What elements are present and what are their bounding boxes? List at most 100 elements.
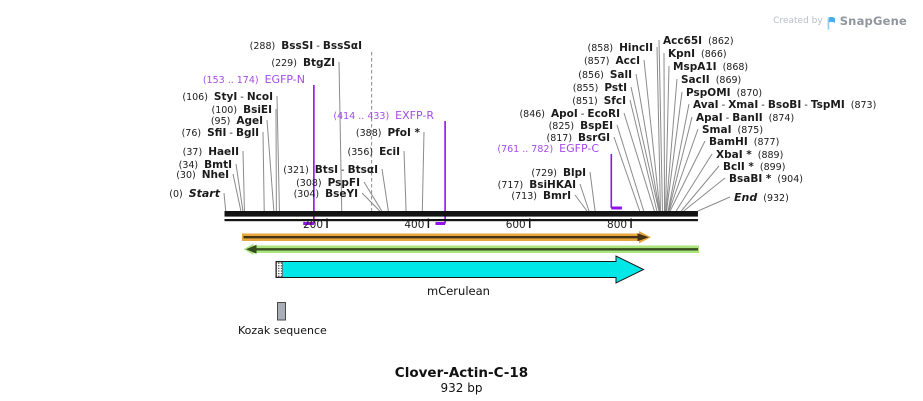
enzyme-site-label-BspEI: (825)BspEI xyxy=(548,120,613,132)
enzyme-site-label-BmtI: (34)BmtI xyxy=(178,159,232,171)
site-line xyxy=(223,192,227,212)
ruler-number-200: 200 xyxy=(303,219,324,231)
enzyme-site-label-SfcI: (851)SfcI xyxy=(572,95,626,107)
site-line xyxy=(338,61,343,212)
sequence-bar-underline xyxy=(224,219,698,222)
site-line xyxy=(669,140,706,212)
site-line xyxy=(589,171,596,212)
site-line xyxy=(421,131,425,212)
green-arrow-inner-head xyxy=(246,244,257,254)
site-line xyxy=(363,181,383,212)
site-line xyxy=(665,78,678,212)
site-line xyxy=(680,165,720,212)
site-line xyxy=(663,52,666,212)
site-line xyxy=(643,59,661,212)
enzyme-site-label-BamHI: BamHI(877) xyxy=(709,136,780,148)
map-length: 932 bp xyxy=(440,381,483,395)
enzyme-site-label-PfoI: (388)PfoI * xyxy=(355,127,420,139)
enzyme-site-label-BtgZI: (229)BtgZI xyxy=(271,57,335,69)
site-line xyxy=(666,91,683,212)
site-line xyxy=(574,194,588,212)
site-line xyxy=(361,192,381,212)
enzyme-site-label-PstI: (855)PstI xyxy=(572,82,627,94)
enzyme-site-label-SmaI: SmaI(875) xyxy=(702,124,764,136)
ruler-number-800: 800 xyxy=(607,219,628,231)
enzyme-site-label-MspA1I: MspA1I(868) xyxy=(673,61,749,73)
credit-brand-text: SnapGene xyxy=(839,14,907,28)
site-line xyxy=(697,196,731,212)
mcerulean-arrow xyxy=(275,255,645,284)
site-line xyxy=(579,183,590,212)
kozak-region-on-arrow xyxy=(276,261,283,278)
site-line xyxy=(235,163,244,212)
ruler-tick xyxy=(427,218,430,228)
enzyme-site-label-HaeII: (37)HaeII xyxy=(182,146,239,158)
mcerulean-feature-label: mCerulean xyxy=(427,284,490,298)
enzyme-site-label-AvaI: AvaI-XmaI-BsoBI-TspMI(873) xyxy=(693,99,877,111)
site-line xyxy=(232,173,242,212)
feature-marker-range xyxy=(303,222,314,225)
site-line xyxy=(668,128,699,212)
site-line xyxy=(623,112,655,212)
enzyme-site-label-XbaI: XbaI *(889) xyxy=(716,149,784,161)
enzyme-site-label-ApoI: (846)ApoI-EcoRI xyxy=(519,108,620,120)
enzyme-site-label-BsrGI: (817)BsrGI xyxy=(546,132,610,144)
site-line xyxy=(613,136,641,212)
feature-marker-range xyxy=(611,206,622,210)
enzyme-site-label-AccI: (857)AccI xyxy=(583,55,640,67)
enzyme-site-label-BsiHKAI: (717)BsiHKAI xyxy=(497,179,576,191)
site-line xyxy=(242,150,245,212)
enzyme-site-label-BseYI: (304)BseYI xyxy=(293,188,358,200)
site-line xyxy=(668,116,693,212)
enzyme-site-label-End: End(932) xyxy=(734,191,789,205)
site-line xyxy=(262,131,265,212)
ruler-tick xyxy=(326,218,328,228)
credit: Created by SnapGene xyxy=(773,14,907,30)
enzyme-site-label-BtsI: (321)BtsI-BtsαI xyxy=(283,164,378,176)
enzyme-site-label-SfiI: (76)SfiI-BglI xyxy=(181,127,259,139)
enzyme-site-label-NheI: (30)NheI xyxy=(176,169,229,181)
snapgene-logo-icon xyxy=(827,15,836,30)
enzyme-site-label-BsaBI: BsaBI *(904) xyxy=(729,173,803,185)
enzyme-site-label-HincII: (858)HincII xyxy=(587,42,653,54)
enzyme-site-label-BsiEI: (100)BsiEI xyxy=(211,104,272,116)
enzyme-site-label-SalI: (856)SalI xyxy=(578,69,632,81)
enzyme-site-label-BlpI: (729)BlpI xyxy=(531,167,586,179)
sequence-bar xyxy=(224,211,698,217)
enzyme-site-label-PspOMI: PspOMI(870) xyxy=(686,87,763,99)
site-line xyxy=(667,103,690,212)
site-line xyxy=(683,177,726,212)
enzyme-site-label-KpnI: KpnI(866) xyxy=(668,48,727,60)
enzyme-site-label-Acc65I: Acc65I(862) xyxy=(663,35,734,47)
enzyme-site-label-EciI: (356)EciI xyxy=(347,146,400,158)
kozak-sequence-box xyxy=(277,302,286,321)
enzyme-site-label-SacII: SacII(869) xyxy=(681,74,742,86)
feature-label-EXFPR: (414 .. 433)EXFP-R xyxy=(333,109,434,123)
enzyme-site-label-StyI: (106)StyI-NcoI xyxy=(182,91,273,103)
enzyme-site-label-PspFI: (308)PspFI xyxy=(296,177,360,189)
site-line xyxy=(629,99,658,212)
site-line xyxy=(630,86,660,212)
enzyme-site-label-BssSI: (288)BssSI-BssSαI xyxy=(249,40,362,52)
site-line xyxy=(665,65,670,212)
site-line xyxy=(658,39,663,212)
ruler-number-400: 400 xyxy=(404,219,425,231)
credit-created-by-text: Created by xyxy=(773,16,823,26)
enzyme-site-label-BclI: BclI *(899) xyxy=(723,161,786,173)
feature-label-EGFPN: (153 .. 174)EGFP-N xyxy=(202,73,305,87)
site-line xyxy=(381,168,389,212)
site-line xyxy=(276,95,280,212)
site-line xyxy=(616,124,645,212)
ruler-tick xyxy=(630,218,632,228)
enzyme-site-label-ApaI: ApaI-BanII(874) xyxy=(696,112,795,124)
site-line xyxy=(266,119,275,212)
orange-arrow-inner-head xyxy=(637,233,649,242)
feature-marker-range xyxy=(435,222,446,225)
site-line xyxy=(635,73,660,212)
map-title: Clover-Actin-C-18 xyxy=(394,365,529,381)
kozak-sequence-label: Kozak sequence xyxy=(238,324,327,337)
enzyme-site-label-BmrI: (713)BmrI xyxy=(511,190,571,202)
enzyme-site-label-Start: (0)Start xyxy=(169,187,220,201)
